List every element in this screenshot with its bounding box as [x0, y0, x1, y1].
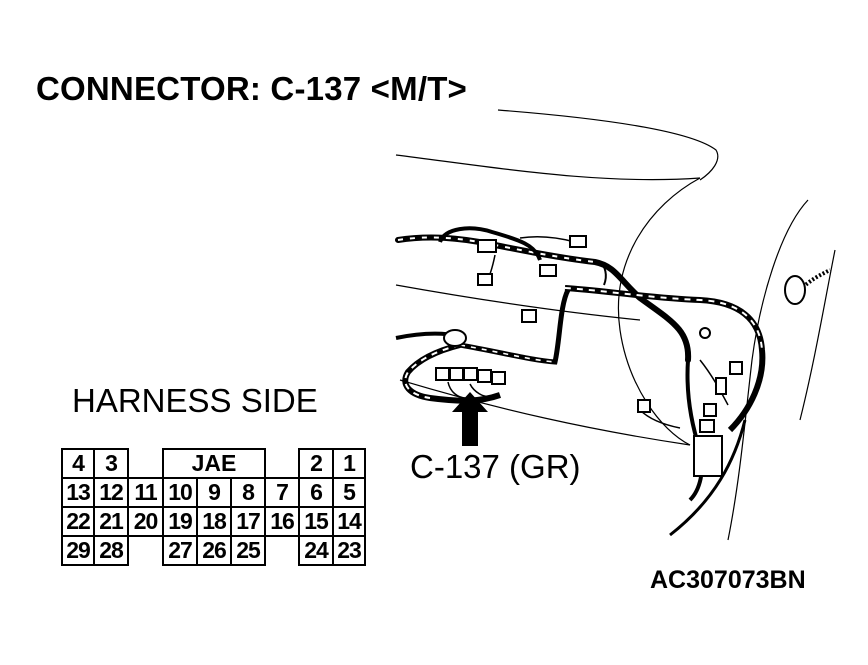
reference-code: AC307073BN — [650, 566, 806, 594]
connector-maker-label: JAE — [162, 448, 266, 479]
pin-cell: 21 — [93, 506, 129, 537]
thin-wire-3 — [599, 261, 607, 286]
upper-harness-loop — [438, 226, 542, 261]
pin-cell: 27 — [162, 535, 198, 566]
pin-cell: 22 — [61, 506, 95, 537]
pin-cell: 26 — [196, 535, 232, 566]
pin-cell: 25 — [230, 535, 266, 566]
door-inner-curve — [799, 249, 836, 421]
pin-cell: 18 — [196, 506, 232, 537]
pin-cell: 4 — [61, 448, 95, 479]
harness-branch-center-tape — [459, 344, 556, 363]
pin-cell: 28 — [93, 535, 129, 566]
clip-point — [699, 327, 711, 339]
pin-cell: 24 — [298, 535, 334, 566]
pin-cell: 5 — [332, 477, 366, 508]
pin-cell: 15 — [298, 506, 334, 537]
pin-cell: 10 — [162, 477, 198, 508]
dashboard-panel-curve — [618, 177, 701, 446]
door-frame-curve — [727, 199, 809, 541]
pin-cell: 7 — [264, 477, 300, 508]
harness-branch-center — [459, 288, 571, 365]
pin-cell: 6 — [298, 477, 334, 508]
pin-cell: 23 — [332, 535, 366, 566]
dashboard-top-outline — [497, 109, 719, 181]
floor-harness — [669, 419, 747, 537]
dashboard-upper-edge — [395, 154, 701, 181]
thin-wire-1 — [519, 236, 576, 243]
pin-cell: 9 — [196, 477, 232, 508]
pin-cell: 20 — [127, 506, 164, 537]
pin-cell: 29 — [61, 535, 95, 566]
connector-block — [699, 419, 715, 433]
mid-harness-tape — [564, 287, 763, 351]
connector-block — [693, 435, 723, 477]
pin-cell: 2 — [298, 448, 334, 479]
pin-cell: 12 — [93, 477, 129, 508]
dashboard-bottom-line — [399, 379, 691, 446]
connector-block — [715, 377, 727, 395]
pin-cell: 1 — [332, 448, 366, 479]
harness-grommet — [443, 329, 467, 347]
dashboard-lower-line — [395, 284, 641, 321]
lower-harness-tape — [404, 344, 461, 399]
c137-pointer-arrow — [452, 392, 488, 446]
pin-cell: 14 — [332, 506, 366, 537]
door-grommet-wire — [798, 268, 831, 292]
connector-block — [729, 361, 743, 375]
connector-block — [539, 264, 557, 277]
pin-cell: 19 — [162, 506, 198, 537]
connector-block — [637, 399, 651, 413]
connector-block — [703, 403, 717, 417]
connector-block — [521, 309, 537, 323]
connector-block — [569, 235, 587, 248]
connector-block — [477, 273, 493, 286]
connector-callout: C-137 (GR) — [410, 448, 581, 485]
pin-cell: 17 — [230, 506, 266, 537]
pin-cell: 8 — [230, 477, 266, 508]
pin-cell: 11 — [127, 477, 164, 508]
door-grommet — [784, 275, 806, 305]
harness-side-label: HARNESS SIDE — [72, 382, 318, 419]
connector-block — [477, 239, 497, 253]
pin-cell: 16 — [264, 506, 300, 537]
pin-cell: 3 — [93, 448, 129, 479]
diagram-title: CONNECTOR: C-137 <M/T> — [36, 70, 468, 107]
c137-connector-cluster — [435, 367, 506, 399]
pin-cell: 13 — [61, 477, 95, 508]
mid-harness-bundle — [564, 285, 766, 433]
